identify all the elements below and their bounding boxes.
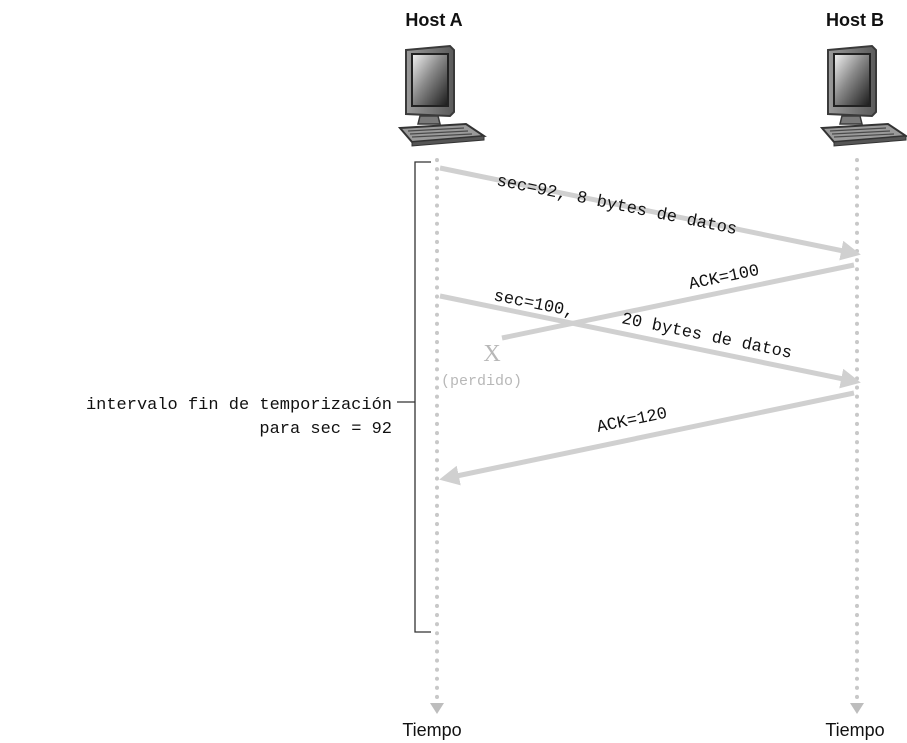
lost-x-icon: X bbox=[483, 341, 500, 367]
lost-label: (perdido) bbox=[441, 373, 522, 390]
host-b-computer-icon bbox=[821, 45, 907, 147]
host-b-time-arrow-icon bbox=[850, 703, 864, 714]
segment-seq92-arrow bbox=[439, 165, 861, 261]
host-a-title: Host A bbox=[405, 10, 462, 30]
timeout-label-line2: para sec = 92 bbox=[259, 420, 392, 439]
segment-seq100-arrow bbox=[439, 293, 861, 389]
timeout-bracket bbox=[414, 161, 431, 633]
timeout-label-line1: intervalo fin de temporización bbox=[86, 396, 392, 415]
ack120-arrow bbox=[439, 390, 855, 486]
host-a-time-label: Tiempo bbox=[402, 720, 461, 740]
host-a-time-arrow-icon bbox=[430, 703, 444, 714]
host-a-computer-icon bbox=[399, 45, 485, 147]
host-b-title: Host B bbox=[826, 10, 884, 30]
segment-seq92-label: sec=92, 8 bytes de datos bbox=[495, 172, 739, 240]
host-b-time-label: Tiempo bbox=[825, 720, 884, 740]
ack100-arrow bbox=[501, 262, 855, 341]
